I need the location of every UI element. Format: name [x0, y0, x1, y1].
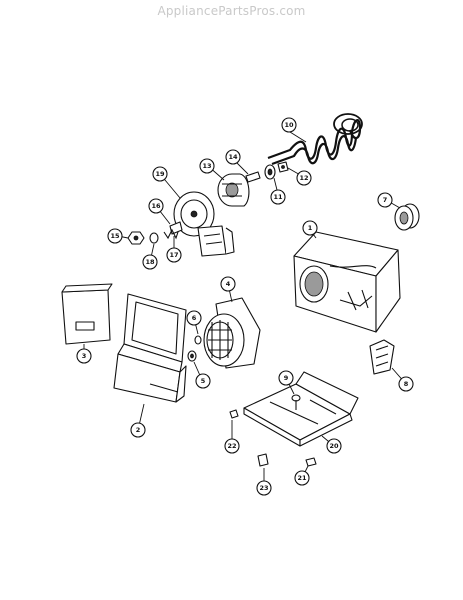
callout-17: 17 — [166, 247, 182, 263]
callout-15: 15 — [107, 228, 123, 244]
callout-9: 9 — [278, 370, 294, 386]
callout-16: 16 — [148, 198, 164, 214]
part-21-screw[interactable] — [305, 457, 317, 467]
svg-text:2: 2 — [136, 426, 141, 434]
part-15-nut[interactable] — [127, 231, 145, 245]
part-13-cam[interactable] — [217, 173, 250, 207]
svg-text:9: 9 — [284, 374, 289, 382]
svg-text:20: 20 — [329, 442, 339, 450]
watermark-text: AppliancePartsPros.com — [157, 4, 306, 18]
part-1-ice-bin[interactable] — [293, 231, 401, 333]
part-22-screw[interactable] — [229, 409, 239, 419]
callout-10: 10 — [281, 117, 297, 133]
part-4-motor-housing[interactable] — [203, 297, 261, 369]
svg-text:11: 11 — [273, 193, 283, 201]
svg-text:10: 10 — [284, 121, 294, 129]
callout-8: 8 — [398, 376, 414, 392]
part-12-nut[interactable] — [277, 161, 289, 173]
part-9-screw[interactable] — [291, 394, 301, 410]
svg-text:23: 23 — [259, 484, 268, 492]
callout-20: 20 — [326, 438, 342, 454]
part-20-base-tray[interactable] — [243, 371, 359, 447]
callout-6: 6 — [186, 310, 202, 326]
svg-text:7: 7 — [383, 196, 388, 204]
callout-3: 3 — [76, 348, 92, 364]
part-16-spacer[interactable] — [169, 221, 183, 235]
part-5-grommet[interactable] — [187, 350, 197, 362]
part-7-bearing[interactable] — [394, 203, 420, 231]
part-2-housing[interactable] — [113, 293, 187, 403]
callout-18: 18 — [142, 254, 158, 270]
callout-5: 5 — [195, 373, 211, 389]
part-10-heater-coil[interactable] — [267, 113, 363, 166]
svg-text:16: 16 — [151, 202, 161, 210]
callout-2: 2 — [130, 422, 146, 438]
svg-text:13: 13 — [202, 162, 211, 170]
svg-text:18: 18 — [145, 258, 155, 266]
callout-4: 4 — [220, 276, 236, 292]
part-8-module[interactable] — [369, 339, 395, 375]
callout-23: 23 — [256, 480, 272, 496]
part-18-washer[interactable] — [149, 232, 159, 244]
svg-text:3: 3 — [82, 352, 87, 360]
callout-13: 13 — [199, 158, 215, 174]
callout-19: 19 — [152, 166, 168, 182]
svg-text:22: 22 — [227, 442, 236, 450]
part-17-spring[interactable] — [163, 228, 179, 240]
svg-text:15: 15 — [110, 232, 120, 240]
svg-text:14: 14 — [228, 153, 238, 161]
callout-7: 7 — [377, 192, 393, 208]
svg-text:5: 5 — [201, 377, 206, 385]
part-6-clip[interactable] — [194, 335, 202, 345]
callout-11: 11 — [270, 189, 286, 205]
svg-text:17: 17 — [169, 251, 178, 259]
svg-text:4: 4 — [226, 280, 231, 288]
callout-14: 14 — [225, 149, 241, 165]
svg-text:21: 21 — [297, 474, 307, 482]
svg-text:19: 19 — [155, 170, 165, 178]
svg-text:6: 6 — [192, 314, 197, 322]
part-3-front-panel[interactable] — [61, 283, 113, 345]
callout-1: 1 — [302, 220, 318, 236]
part-11-washer[interactable] — [264, 164, 276, 180]
callout-21: 21 — [294, 470, 310, 486]
svg-text:12: 12 — [299, 174, 308, 182]
part-23-clip[interactable] — [257, 453, 269, 467]
callout-22: 22 — [224, 438, 240, 454]
svg-text:8: 8 — [404, 380, 409, 388]
callout-12: 12 — [296, 170, 312, 186]
part-19-motor-assembly[interactable] — [173, 191, 235, 257]
part-14-pin[interactable] — [245, 171, 261, 183]
svg-text:1: 1 — [308, 224, 313, 232]
